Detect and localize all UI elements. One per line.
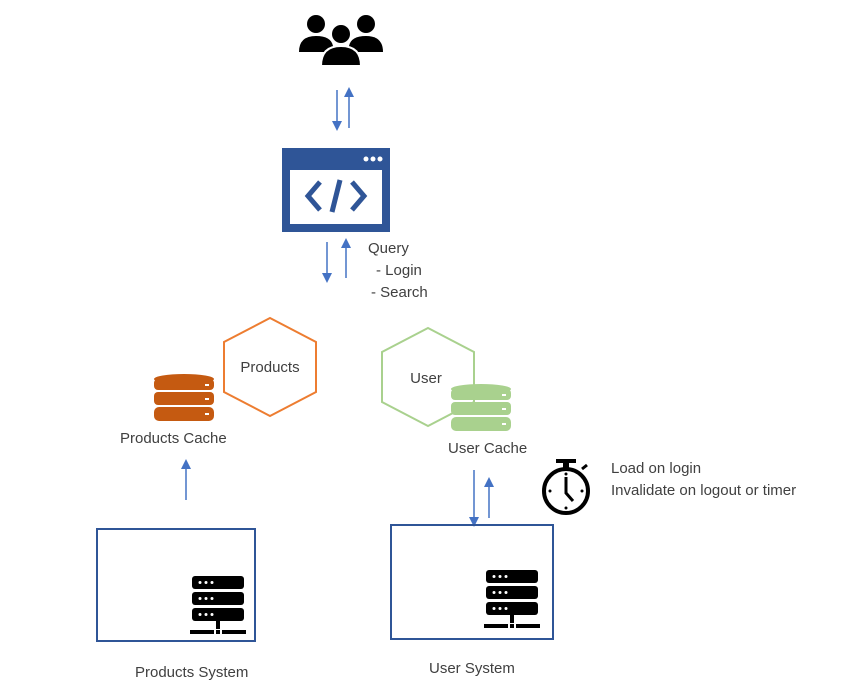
products-cache-database-icon (154, 374, 214, 422)
query-item-login: - Login (376, 262, 422, 279)
products-server-icon (190, 576, 246, 638)
user-system-label: User System (429, 660, 515, 677)
cache-policy-load: Load on login (611, 460, 702, 477)
products-service-hexagon: Products (222, 316, 318, 418)
user-service-hexagon: User (380, 326, 476, 428)
user-cache-database-icon (451, 384, 511, 432)
user-service-label: User (410, 370, 442, 387)
products-system-box (96, 528, 256, 642)
products-system-label: Products System (135, 664, 249, 681)
cache-policy-note: Load on login Invalidate on logout or ti… (611, 458, 796, 502)
query-note: Query - Login - Search (368, 238, 428, 304)
products-service-label: Products (240, 359, 300, 376)
user-cache-label: User Cache (448, 440, 528, 457)
products-cache-label: Products Cache (120, 430, 227, 447)
query-title: Query (368, 240, 409, 257)
code-browser-icon (282, 148, 390, 232)
query-item-search: - Search (371, 284, 428, 301)
user-server-icon (484, 570, 540, 632)
stopwatch-icon (540, 457, 592, 517)
users-group-icon (297, 12, 385, 68)
cache-policy-invalidate: Invalidate on logout or timer (611, 482, 797, 499)
user-system-box (390, 524, 554, 640)
